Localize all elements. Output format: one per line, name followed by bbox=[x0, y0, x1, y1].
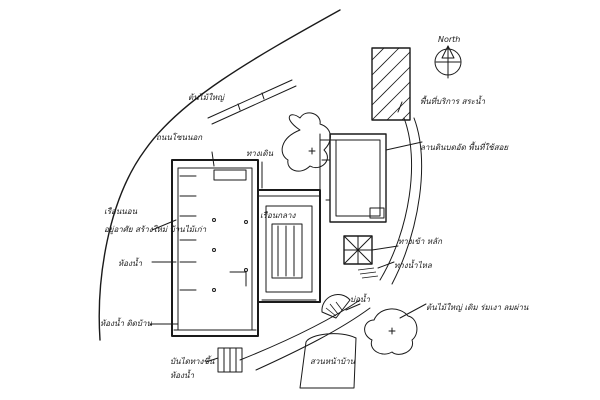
pond bbox=[343, 235, 373, 265]
service-building bbox=[319, 133, 387, 223]
top-fence bbox=[207, 79, 297, 125]
main-house bbox=[171, 159, 259, 337]
left-note-2: ห้องน้ำ bbox=[118, 257, 142, 268]
house-notes: อยู่อาศัย สร้างใหม่ บ้านไม้เก่า bbox=[104, 224, 207, 235]
right-note-4: ทางน้ำไหล bbox=[394, 259, 433, 270]
lower-path-1 bbox=[239, 299, 361, 361]
bottom-note-3: สวนหน้าบ้าน bbox=[310, 357, 356, 366]
left-note-3: ห้องน้ำ ติดบ้าน bbox=[100, 317, 152, 328]
tree-label-1: ต้นไม้ใหญ่ bbox=[188, 92, 225, 102]
river-bank-curve bbox=[98, 9, 341, 341]
lower-path-2 bbox=[255, 307, 371, 371]
road-label: ถนนโซนนอก bbox=[156, 132, 203, 142]
bottom-note-1: บันไดทางขึ้น bbox=[170, 355, 215, 366]
tree-lower-right bbox=[364, 308, 418, 355]
front-garden bbox=[299, 333, 357, 389]
north-arrow-icon: North bbox=[434, 35, 462, 79]
center-note: เรือนกลาง bbox=[260, 211, 297, 220]
entry-fan bbox=[321, 294, 351, 319]
road-line-2 bbox=[391, 117, 423, 285]
path-hatch bbox=[357, 267, 379, 279]
hatched-block bbox=[371, 47, 411, 121]
bottom-note-2: ห้องน้ำ bbox=[170, 369, 194, 380]
road-line-1 bbox=[379, 117, 412, 281]
right-note-3: ทางเข้า หลัก bbox=[398, 237, 443, 246]
pool-note: บ่อน้ำ bbox=[350, 293, 370, 304]
tree-upper bbox=[281, 112, 331, 172]
left-note-1: เรือนนอน bbox=[104, 207, 138, 216]
north-label: North bbox=[438, 35, 460, 44]
right-note-2: ลานดินบดอัด พื้นที่ใช้สอย bbox=[420, 141, 509, 152]
right-note-1: พื้นที่บริการ สระน้ำ bbox=[420, 95, 486, 106]
top-note: ทางเดิน bbox=[246, 149, 274, 158]
lower-right-note: ต้นไม้ใหญ่ เดิม ร่มเงา ลมผ่าน bbox=[426, 302, 529, 312]
central-building bbox=[257, 189, 321, 303]
bottom-steps bbox=[217, 347, 243, 373]
